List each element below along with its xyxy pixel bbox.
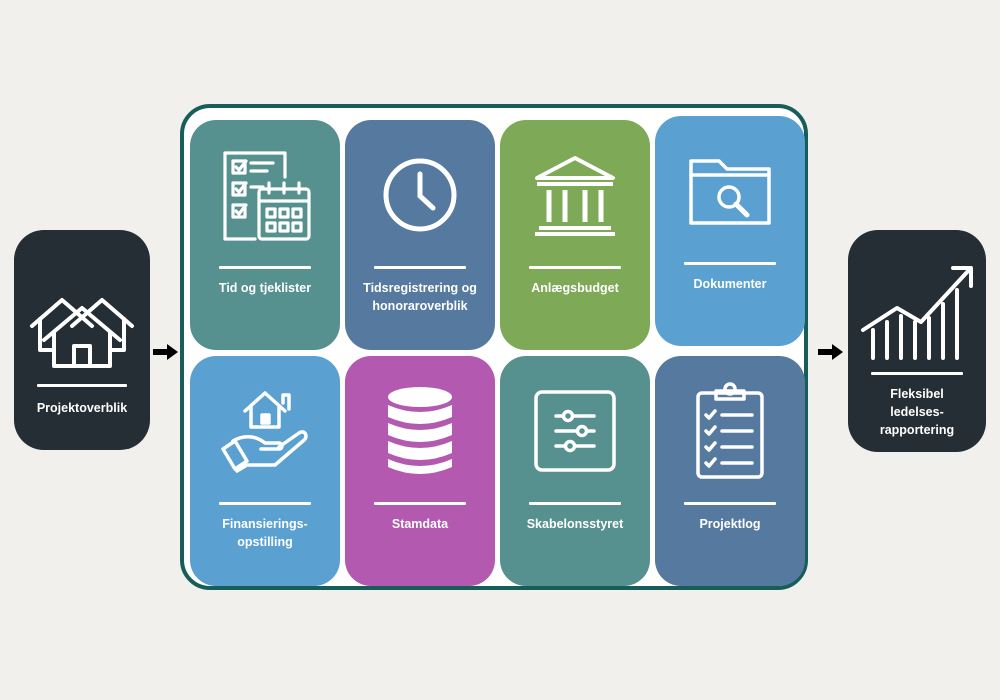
- tile-underline: [374, 502, 466, 505]
- tile-tid-og-tjeklister: Tid og tjeklister: [190, 120, 340, 350]
- tile-underline: [374, 266, 466, 269]
- tile-underline: [219, 502, 311, 505]
- projektoverblik-label: Projektoverblik: [36, 401, 128, 415]
- house-in-hand-icon: [190, 366, 340, 496]
- tile-underline: [529, 502, 621, 505]
- checklist-calendar-icon: [190, 130, 340, 260]
- arrow-right-icon: [153, 342, 179, 367]
- houses-icon: [22, 278, 142, 370]
- bank-building-icon: [500, 130, 650, 260]
- tile-label: Anlægsbudget: [531, 281, 619, 295]
- tile-underline: [529, 266, 621, 269]
- tile-anlaegsbudget: Anlægsbudget: [500, 120, 650, 350]
- rapportering-underline: [871, 372, 963, 375]
- growth-chart-icon: [857, 260, 977, 360]
- tile-underline: [219, 266, 311, 269]
- rapportering-label: Fleksibel ledelses- rapportering: [879, 387, 955, 437]
- tile-label: Dokumenter: [693, 277, 767, 291]
- projektoverblik-underline: [37, 384, 127, 387]
- tile-stamdata: Stamdata: [345, 356, 495, 586]
- tile-tidsregistrering: Tidsregistrering og honoraroverblik: [345, 120, 495, 350]
- modules-frame: Tid og tjeklister Tidsregistrering og ho…: [180, 104, 808, 590]
- clock-icon: [345, 130, 495, 260]
- tile-underline: [684, 262, 776, 265]
- tile-label: Skabelonsstyret: [526, 517, 624, 531]
- rapportering-card: Fleksibel ledelses- rapportering: [848, 230, 986, 452]
- tile-label: Finansierings- opstilling: [222, 517, 308, 549]
- database-icon: [345, 366, 495, 496]
- projektoverblik-card: Projektoverblik: [14, 230, 150, 450]
- tile-label: Tidsregistrering og honoraroverblik: [363, 281, 477, 313]
- tile-label: Tid og tjeklister: [218, 281, 312, 295]
- folder-search-icon: [655, 126, 805, 256]
- arrow-right-icon: [818, 342, 844, 367]
- tile-underline: [684, 502, 776, 505]
- tile-finansieringsopstilling: Finansierings- opstilling: [190, 356, 340, 586]
- tile-skabelonsstyret: Skabelonsstyret: [500, 356, 650, 586]
- tile-dokumenter: Dokumenter: [655, 116, 805, 346]
- tile-label: Stamdata: [391, 517, 449, 531]
- sliders-icon: [500, 366, 650, 496]
- clipboard-checklist-icon: [655, 366, 805, 496]
- tile-label: Projektlog: [699, 517, 761, 531]
- tile-projektlog: Projektlog: [655, 356, 805, 586]
